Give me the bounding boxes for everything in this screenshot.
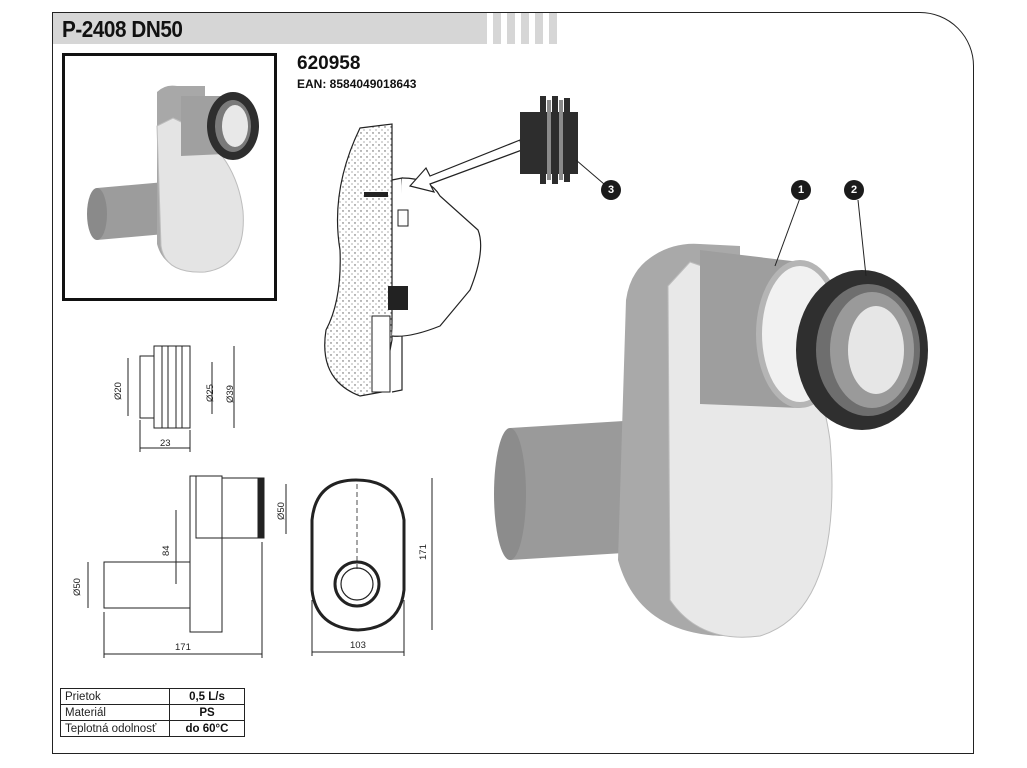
side-view-drawing bbox=[87, 475, 287, 658]
dim-w103: 103 bbox=[350, 640, 366, 651]
spec-value: do 60°C bbox=[169, 720, 245, 737]
table-row: Teplotná odolnosť do 60°C bbox=[60, 720, 245, 737]
title-bar bbox=[53, 13, 557, 44]
dim-d20: Ø20 bbox=[113, 382, 124, 400]
dim-h171: 171 bbox=[418, 544, 429, 560]
callout-2: 2 bbox=[844, 180, 864, 200]
product-code: 620958 bbox=[297, 53, 361, 74]
dim-d50-side: Ø50 bbox=[72, 578, 83, 596]
front-view-drawing bbox=[310, 478, 433, 656]
spec-table: Prietok 0,5 L/s Materiál PS Teplotná odo… bbox=[60, 688, 245, 737]
product-photo-frame bbox=[62, 53, 277, 301]
ribbed-seal-part bbox=[520, 96, 605, 185]
spec-value: 0,5 L/s bbox=[169, 688, 245, 705]
spec-label: Materiál bbox=[60, 704, 170, 721]
spec-value: PS bbox=[169, 704, 245, 721]
dim-d25: Ø25 bbox=[205, 384, 216, 402]
dim-w171: 171 bbox=[175, 642, 191, 653]
dim-d50-top: Ø50 bbox=[276, 502, 287, 520]
product-title: P-2408 DN50 bbox=[62, 16, 183, 42]
installation-section bbox=[324, 123, 523, 397]
callout-3: 3 bbox=[601, 180, 621, 200]
callout-1: 1 bbox=[791, 180, 811, 200]
dim-h84: 84 bbox=[161, 545, 172, 556]
seal-dimension-drawing bbox=[127, 345, 235, 452]
ean-code: EAN: 8584049018643 bbox=[297, 77, 417, 91]
spec-label: Teplotná odolnosť bbox=[60, 720, 170, 737]
table-row: Prietok 0,5 L/s bbox=[60, 688, 245, 705]
dim-d39: Ø39 bbox=[225, 385, 236, 403]
spec-label: Prietok bbox=[60, 688, 170, 705]
dim-w23: 23 bbox=[160, 438, 171, 449]
product-photo-image bbox=[87, 85, 259, 273]
table-row: Materiál PS bbox=[60, 704, 245, 721]
product-render-large bbox=[494, 197, 928, 638]
